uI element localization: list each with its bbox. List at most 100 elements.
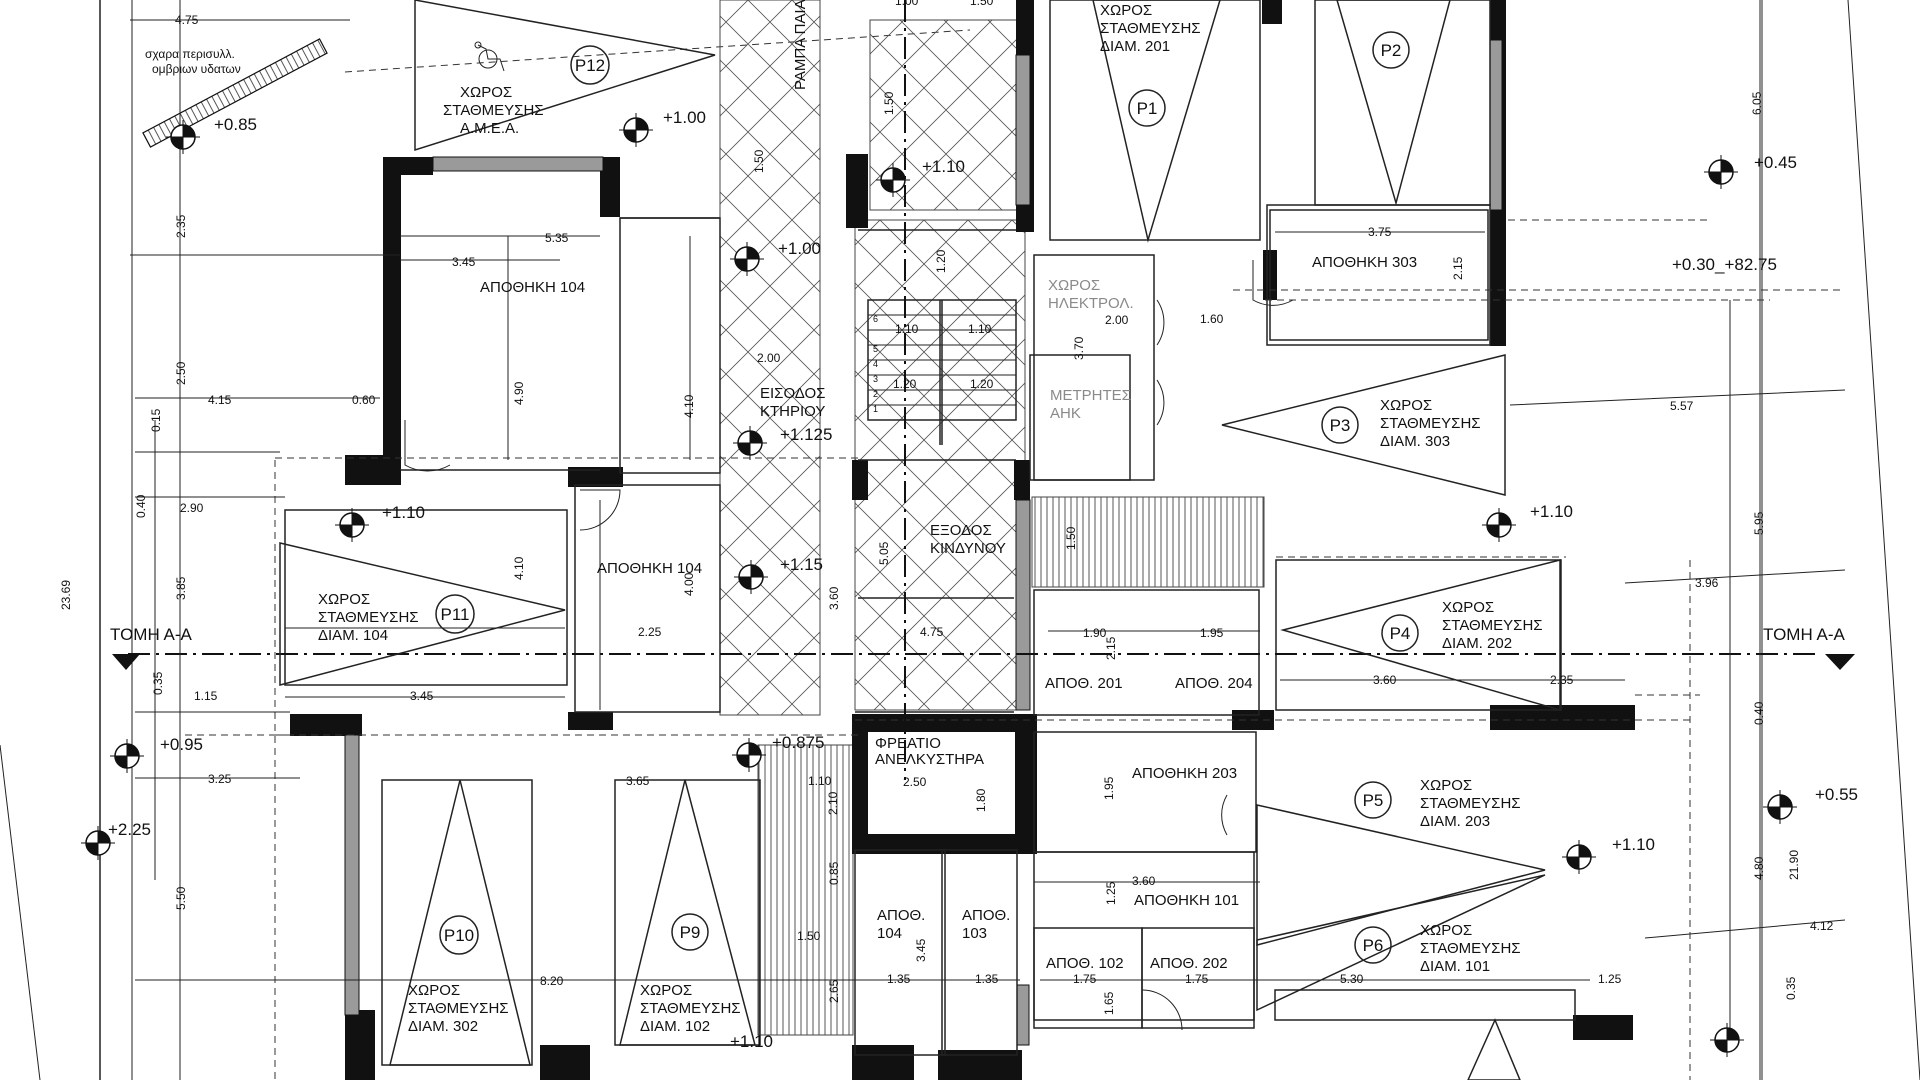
level-marker-quadrant (340, 525, 352, 537)
dim-label: 0.40 (1752, 701, 1766, 725)
step-number: 4 (873, 359, 878, 369)
parking-tag-text: P3 (1330, 416, 1351, 435)
dim-label: 3.65 (626, 774, 650, 788)
drain-label: ομβριων υδατων (152, 62, 241, 76)
step-number: 5 (873, 344, 878, 354)
stair-step-numbers: 1 2 3 4 5 6 (873, 314, 878, 414)
dim-label: 3.25 (208, 772, 232, 786)
dim-label: 2.15 (1451, 256, 1465, 280)
dim-label: 2.50 (903, 775, 927, 789)
level-marker-quadrant (127, 744, 139, 756)
drain-grate (142, 38, 328, 148)
dim-label: 1.75 (1185, 972, 1209, 986)
dim-label: 1.20 (893, 377, 917, 391)
level-label: +1.00 (663, 108, 706, 127)
level-label: +1.10 (1530, 502, 1573, 521)
partition-walls (344, 39, 1503, 1046)
room-label: ΗΛΕΚΤΡΟΛ. (1048, 295, 1134, 312)
staircase (867, 299, 1017, 445)
wheelchair-icon (474, 41, 505, 72)
dim-label: 2.90 (180, 501, 204, 515)
entrance-grille (1031, 496, 1265, 588)
room-label: ΑΠΟΘ. 201 (1045, 675, 1123, 692)
level-marker-cross (733, 426, 767, 460)
dim-label: 23.69 (59, 580, 73, 610)
dim-label: 3.60 (1132, 874, 1156, 888)
entrance-label: ΚΤΗΡΙΟΥ (760, 403, 825, 420)
dim-label: 0.15 (149, 408, 163, 432)
dim-label: 2.35 (174, 214, 188, 238)
dim-label: 1.35 (887, 972, 911, 986)
dim-label: 1.20 (934, 249, 948, 273)
level-marker-quadrant (749, 743, 761, 755)
dim-label: 3.60 (827, 586, 841, 610)
level-marker-cross (1704, 155, 1738, 189)
exit-label: ΕΞΟΔΟΣ (930, 522, 992, 539)
room-label: ΧΩΡΟΣ (1048, 277, 1100, 294)
room-label: 103 (962, 925, 987, 942)
level-marker-quadrant (171, 137, 183, 149)
parking-label: ΧΩΡΟΣ (460, 84, 512, 101)
dim-label: 8.20 (540, 974, 564, 988)
level-label: +0.95 (160, 735, 203, 754)
level-marker-quadrant (739, 577, 751, 589)
level-marker-quadrant (735, 259, 747, 271)
parking-label: ΔΙΑΜ. 101 (1420, 958, 1490, 975)
parking-label: ΣΤΑΘΜΕΥΣΗΣ (1420, 940, 1521, 957)
level-label: +0.875 (772, 733, 824, 752)
dim-label: 1.50 (970, 0, 994, 8)
parking-label: ΣΤΑΘΜΕΥΣΗΣ (318, 609, 419, 626)
entrance-label: ΕΙΣΟΔΟΣ (760, 385, 825, 402)
parking-label: ΣΤΑΘΜΕΥΣΗΣ (1380, 415, 1481, 432)
step-number: 3 (873, 374, 878, 384)
parking-label: ΣΤΑΘΜΕΥΣΗΣ (1420, 795, 1521, 812)
level-marker-quadrant (1487, 525, 1499, 537)
room-label: ΜΕΤΡΗΤΕΣ (1050, 387, 1131, 404)
dim-label: 4.10 (682, 394, 696, 418)
room-label: ΑΠΟΘ. 204 (1175, 675, 1253, 692)
parking-label: ΣΤΑΘΜΕΥΣΗΣ (1100, 20, 1201, 37)
dim-label: 2.10 (826, 791, 840, 815)
level-marker-quadrant (747, 247, 759, 259)
level-marker-cross (734, 560, 768, 594)
parking-tag (1321, 406, 1359, 444)
level-marker-quadrant (636, 118, 648, 130)
level-marker-quadrant (893, 168, 905, 180)
parking-label: ΧΩΡΟΣ (1420, 777, 1472, 794)
level-marker-cross (876, 163, 910, 197)
dim-label: 3.70 (1072, 336, 1086, 360)
dim-label: 3.45 (410, 689, 434, 703)
drain-label: σχαρα περισυλλ. (145, 47, 235, 61)
dim-label: 3.96 (1695, 576, 1719, 590)
parking-label: ΧΩΡΟΣ (640, 982, 692, 999)
dim-label: 1.95 (1200, 626, 1224, 640)
room-label: ΑΠΟΘ. (877, 907, 925, 924)
parking-tag-text: P5 (1363, 791, 1384, 810)
room-outlines (284, 0, 1576, 1066)
level-label: +0.45 (1754, 153, 1797, 172)
dim-label: 1.90 (1083, 626, 1107, 640)
dimension-lines (130, 0, 1846, 1080)
dim-label: 1.10 (968, 322, 992, 336)
dim-label: 1.50 (797, 929, 821, 943)
room-label: ΑΠΟΘ. 102 (1046, 955, 1124, 972)
pit-label: ΦΡΕΑΤΙΟ (875, 735, 941, 752)
section-label-left: ΤΟΜΗ Α-Α (110, 625, 193, 644)
parking-markings (279, 0, 1561, 1080)
level-marker-quadrant (738, 443, 750, 455)
dim-label: 1.50 (1064, 526, 1078, 550)
room-label: ΑΠΟΘΗΚΗ 104 (597, 560, 702, 577)
section-label-right: ΤΟΜΗ Α-Α (1763, 625, 1846, 644)
parking-tag-text: P6 (1363, 936, 1384, 955)
dim-label: 0.85 (827, 861, 841, 885)
room-label: ΑΠΟΘΗΚΗ 104 (480, 279, 585, 296)
level-marker-quadrant (1768, 807, 1780, 819)
dim-label: 1.35 (975, 972, 999, 986)
dim-label: 3.45 (452, 255, 476, 269)
parking-label: ΔΙΑΜ. 303 (1380, 433, 1450, 450)
dim-label: 2.00 (1105, 313, 1129, 327)
dim-label: 5.05 (877, 541, 891, 565)
level-marker-cross (166, 120, 200, 154)
